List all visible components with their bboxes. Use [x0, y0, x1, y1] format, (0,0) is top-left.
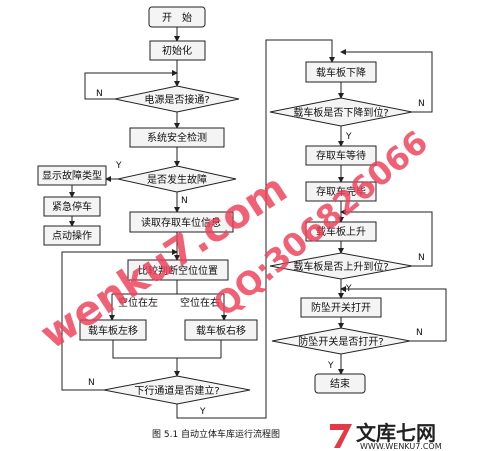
compare-label: 比较判断空位位置	[138, 264, 218, 277]
jog-node	[43, 225, 101, 246]
end-node	[314, 373, 366, 394]
safety-label: 系统安全检测	[147, 131, 207, 144]
lowered-no-label: N	[418, 99, 425, 109]
left-branch-label: 空位在左	[118, 296, 158, 309]
figure-caption: 图 5.1 自动立体车库运行流程图	[152, 428, 280, 440]
right-branch-label: 空位在右	[180, 296, 220, 309]
lane-yes-label: Y	[199, 407, 206, 417]
logo-seven-icon	[330, 424, 352, 448]
guard-yes-label: Y	[327, 361, 334, 371]
right-move-label: 载车板右移	[196, 324, 246, 337]
done-access-label: 存取车完毕	[316, 185, 366, 198]
raised-no-label: N	[418, 253, 425, 263]
raise-label: 载车板上升	[316, 225, 366, 238]
read-slot-node	[129, 211, 234, 233]
raised-label: 载车板是否上升到位?	[293, 260, 388, 273]
wait-label: 存取车等待	[316, 149, 366, 162]
jog-label: 点动操作	[52, 229, 92, 242]
lane-no-label: N	[88, 378, 95, 388]
fault-label: 是否发生故障	[147, 173, 207, 186]
logo-name: 文库七网	[356, 421, 436, 445]
power-no-label: N	[96, 89, 103, 99]
lowered-label: 载车板是否下降到位?	[293, 106, 388, 119]
compare-node	[127, 259, 229, 281]
show-fault-label: 显示故障类型	[42, 169, 102, 182]
open-guard-label: 防坠开关打开	[311, 301, 371, 314]
lower-label: 载车板下降	[316, 66, 366, 79]
site-logo: 文库七网 WWW.WENKU7.COM	[330, 421, 442, 451]
estop-label: 紧急停车	[52, 200, 92, 213]
left-move-label: 载车板左移	[88, 324, 138, 337]
power-label: 电源是否接通?	[144, 93, 209, 106]
logo-url: WWW.WENKU7.COM	[360, 442, 442, 451]
start-label: 开 始	[162, 11, 192, 24]
guard-open-label: 防坠开关是否打开?	[298, 335, 383, 348]
init-label: 初始化	[162, 44, 192, 57]
fault-no-label: N	[181, 196, 188, 206]
lane-label: 下行通道是否建立?	[134, 384, 219, 397]
read-slot-label: 读取存取车位信息	[141, 216, 221, 229]
guard-no-label: N	[416, 328, 423, 338]
fault-yes-label: Y	[115, 161, 122, 171]
end-label: 结束	[330, 377, 350, 390]
lowered-yes-label: Y	[345, 132, 352, 142]
